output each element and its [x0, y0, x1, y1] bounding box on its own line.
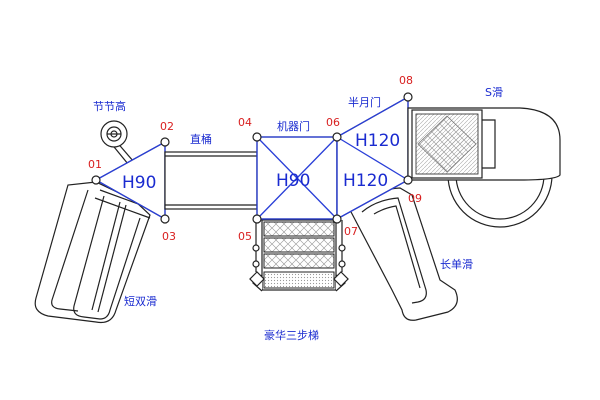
- post-label-05: 05: [238, 230, 252, 243]
- center-platform: [256, 136, 338, 220]
- label-half-moon-door: 半月门: [348, 95, 381, 109]
- label-straight-tube: 直桶: [190, 132, 212, 146]
- post-nodes: [91, 92, 413, 224]
- platform-center-height: H90: [276, 171, 310, 191]
- post-06: [332, 132, 342, 142]
- label-s-slide: S滑: [485, 86, 503, 99]
- s-slide: [407, 107, 561, 228]
- platform-left-height: H90: [122, 173, 156, 193]
- post-label-04: 04: [238, 116, 252, 129]
- knot-climber: [100, 120, 135, 165]
- platform-right-top-height: H120: [355, 131, 400, 151]
- post-label-01: 01: [88, 158, 102, 171]
- right-platform: [336, 95, 409, 221]
- post-label-08: 08: [399, 74, 413, 87]
- post-label-09: 09: [408, 192, 422, 205]
- post-label-03: 03: [162, 230, 176, 243]
- post-02: [160, 137, 170, 147]
- label-long-single-slide: 长单滑: [440, 258, 473, 271]
- post-01: [91, 175, 101, 185]
- post-08: [403, 92, 413, 102]
- label-luxury-steps: 豪华三步梯: [264, 328, 319, 342]
- label-machine-door: 机器门: [277, 119, 310, 133]
- post-label-07: 07: [344, 225, 358, 238]
- post-07: [332, 214, 342, 224]
- post-label-06: 06: [326, 116, 340, 129]
- short-double-slide: [34, 181, 161, 324]
- post-09: [403, 175, 413, 185]
- label-knot-climber: 节节高: [93, 99, 126, 113]
- platform-right-bottom-height: H120: [343, 171, 388, 191]
- post-05: [252, 214, 262, 224]
- straight-tube: [164, 151, 258, 210]
- post-label-02: 02: [160, 120, 174, 133]
- luxury-three-step-stairs: [249, 219, 349, 292]
- post-03: [160, 214, 170, 224]
- post-04: [252, 132, 262, 142]
- long-single-slide: [349, 187, 458, 321]
- label-short-double-slide: 短双滑: [124, 294, 157, 308]
